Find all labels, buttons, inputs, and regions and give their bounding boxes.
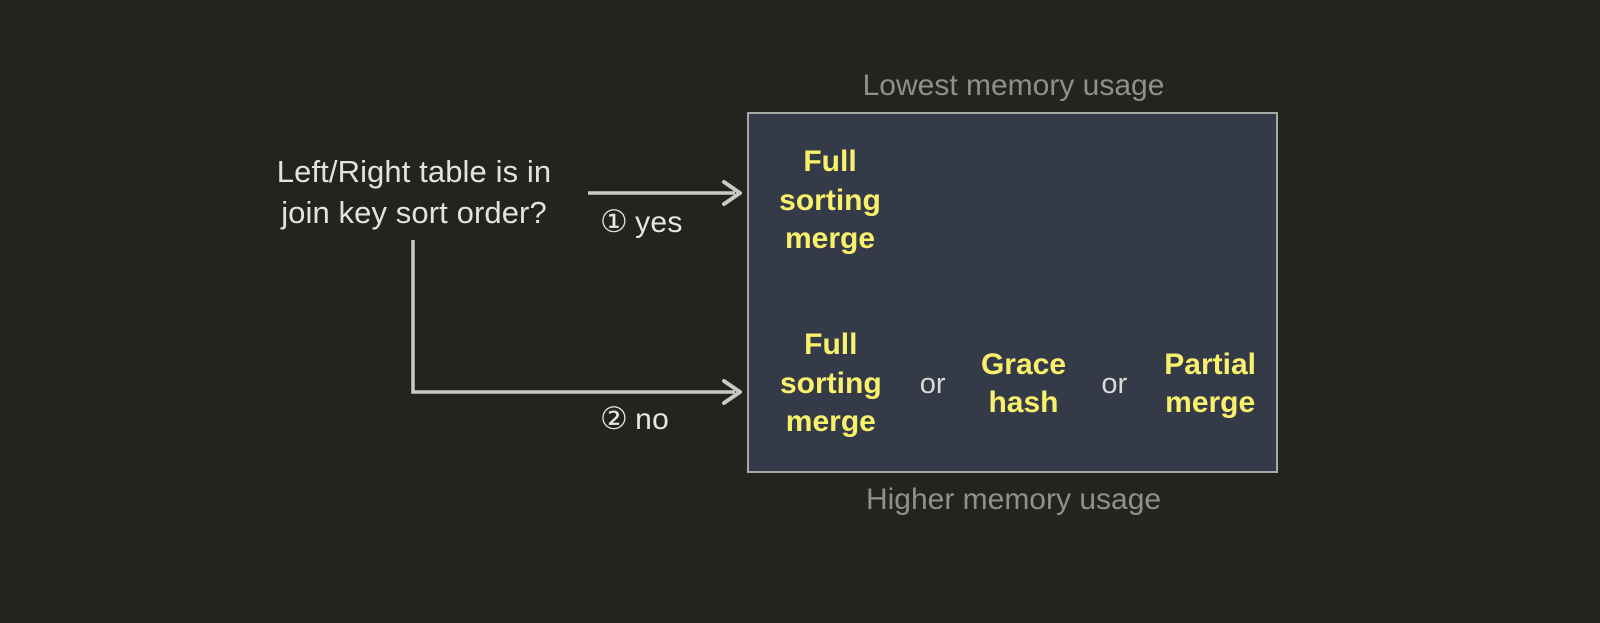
algorithm-full-sorting-merge-unsorted: Full sorting merge <box>779 328 882 439</box>
separator-or-1: or <box>919 367 946 400</box>
result-row-unsorted: Full sorting merge or Grace hash or Part… <box>749 319 1280 449</box>
caption-higher-memory-usage: Higher memory usage <box>865 483 1162 516</box>
arrow-yes <box>588 180 742 206</box>
arrow-no <box>411 240 742 405</box>
algorithm-full-sorting-merge-sorted: Full sorting merge <box>779 145 881 256</box>
caption-lowest-memory-usage: Lowest memory usage <box>862 69 1165 102</box>
algorithm-grace-hash: Grace hash <box>980 347 1067 419</box>
result-box: Full sorting merge Full sorting merge or… <box>747 112 1278 473</box>
decision-question-text: Left/Right table is in join key sort ord… <box>276 154 552 230</box>
algorithm-partial-merge: Partial merge <box>1164 347 1257 419</box>
branch-marker-1: ① <box>600 204 629 239</box>
separator-or-2: or <box>1101 367 1128 400</box>
branch-text-no: no <box>635 403 670 436</box>
branch-marker-2: ② <box>600 401 629 436</box>
result-row-sorted: Full sorting merge <box>749 136 1280 266</box>
branch-text-yes: yes <box>635 206 683 239</box>
